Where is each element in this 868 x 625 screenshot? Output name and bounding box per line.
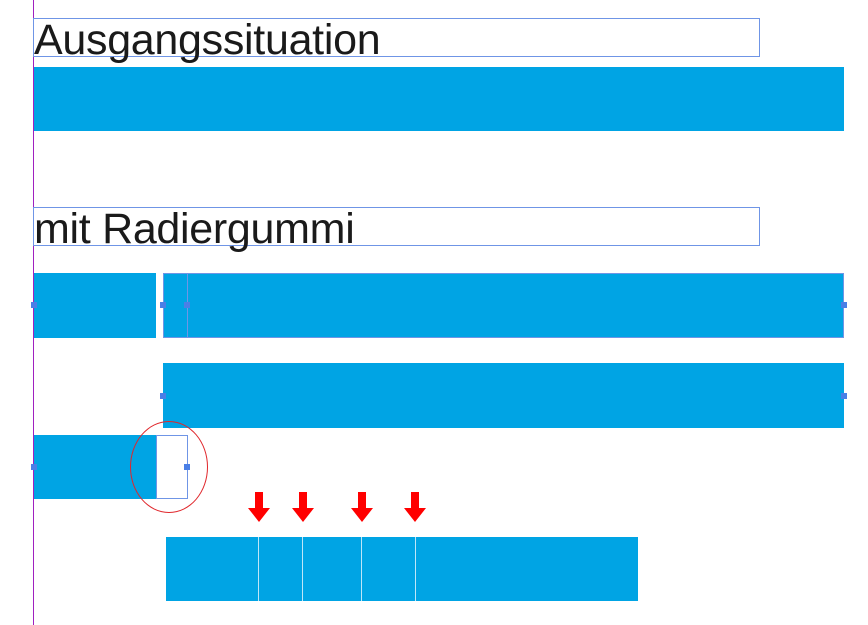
selection-handle-left-outer[interactable] <box>31 302 37 308</box>
selection-handle-right[interactable] <box>841 302 847 308</box>
arrow-down-icon <box>351 492 373 522</box>
segment-seam <box>361 537 362 601</box>
arrow-down-icon <box>248 492 270 522</box>
heading-frame-eraser[interactable] <box>33 207 760 246</box>
arrow-down-icon <box>404 492 426 522</box>
selection-handle-left-part-left[interactable] <box>31 464 37 470</box>
arrow-down-icon <box>292 492 314 522</box>
selection-handle-right-part-right[interactable] <box>841 393 847 399</box>
segment-seam <box>415 537 416 601</box>
eraser-gap <box>156 273 163 338</box>
initial-bar[interactable] <box>34 67 844 131</box>
erased-bar-row[interactable] <box>34 273 844 338</box>
highlight-circle <box>130 421 208 513</box>
heading-initial: Ausgangssituation <box>34 16 381 64</box>
heading-frame-initial[interactable] <box>33 18 760 57</box>
selection-handle-right-part-left[interactable] <box>160 393 166 399</box>
selection-frame-right-part[interactable] <box>163 273 844 338</box>
segmented-bar[interactable] <box>166 537 638 601</box>
selection-handle-mid[interactable] <box>184 302 190 308</box>
selection-handle-left-inner[interactable] <box>160 302 166 308</box>
vertical-guide-line <box>33 0 34 625</box>
heading-eraser: mit Radiergummi <box>34 205 355 253</box>
segment-seam <box>302 537 303 601</box>
segment-seam <box>258 537 259 601</box>
right-part-bar[interactable] <box>163 363 844 428</box>
